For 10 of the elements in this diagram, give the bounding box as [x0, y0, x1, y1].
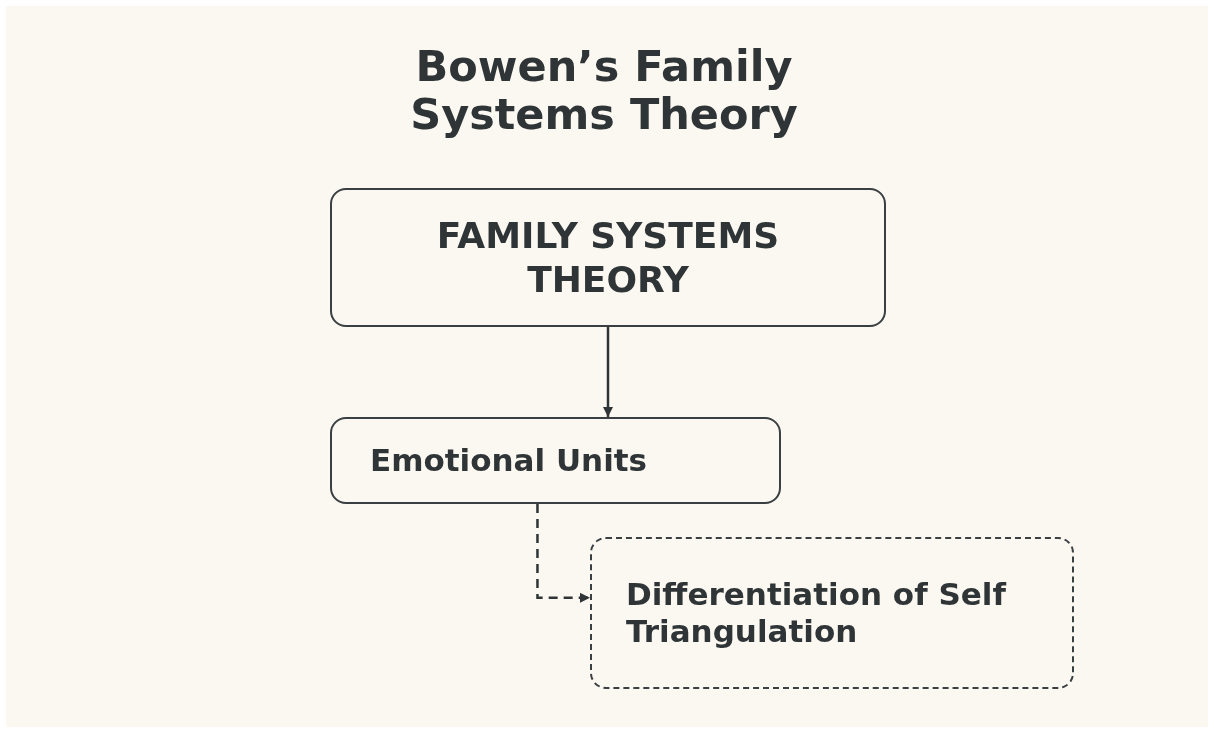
dashed-arrow — [536, 504, 590, 603]
diagram-title: Bowen’s Family Systems Theory — [409, 42, 799, 138]
arrow — [603, 327, 613, 417]
node-label: Emotional Units — [370, 441, 649, 480]
node-label: Triangulation — [626, 613, 859, 651]
node-label: Differentiation of Self — [626, 575, 1008, 613]
node-label: FAMILY SYSTEMS THEORY — [435, 214, 781, 301]
dashed-process-box — [590, 537, 1074, 689]
process-box — [330, 417, 781, 504]
process-box — [330, 188, 886, 327]
